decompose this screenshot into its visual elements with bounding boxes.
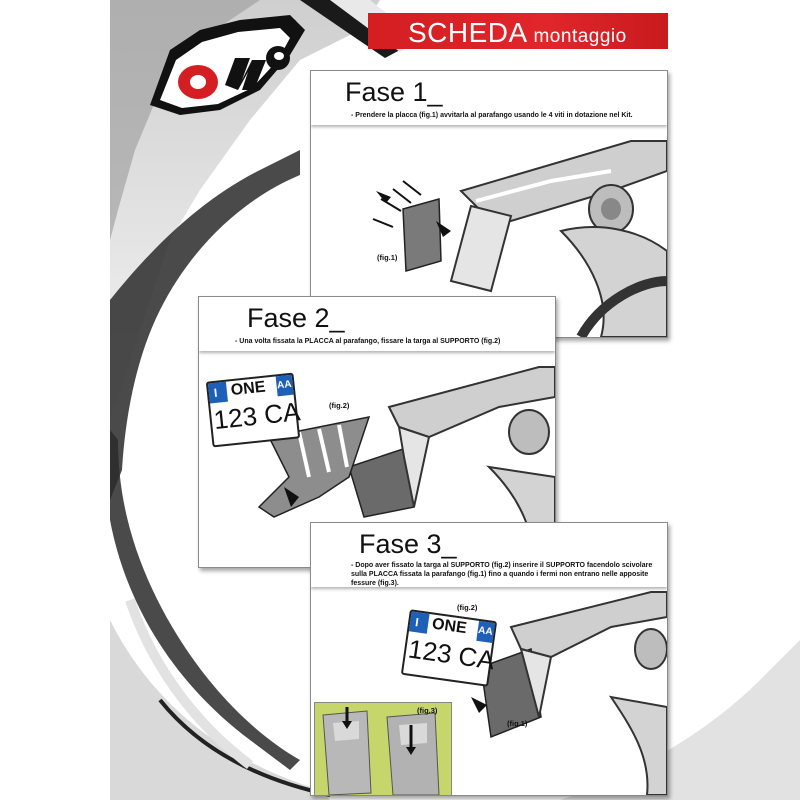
fase1-fig-label: (fig.1) — [377, 253, 398, 262]
fase3-motorcycle-illustration — [471, 591, 667, 795]
fase2-plate-number: 123 CA — [212, 396, 302, 436]
fig3-photo — [322, 707, 440, 796]
fase2-instructions: - Una volta fissata la PLACCA al parafan… — [235, 338, 501, 345]
header-title: SCHEDA montaggio — [408, 17, 627, 49]
fase2-plate-badge: AA — [276, 378, 293, 392]
fase3-title: Fase 3_ — [359, 529, 457, 559]
fase3-panel-header — [311, 523, 667, 587]
fase3-instructions: - Dopo aver fissato la targa al SUPPORTO… — [351, 561, 663, 588]
fase3-plate-top-text: ONE — [431, 615, 468, 638]
fase3-plate-badge: AA — [477, 624, 494, 638]
fase2-panel-header — [199, 297, 555, 351]
fase2-plate-eu-band — [207, 381, 228, 404]
fase3-instructions-line2: sulla PLACCA fissata la parafango (fig.1… — [351, 571, 649, 578]
fig3-label: (fig.3) — [417, 706, 438, 715]
fase1-panel-header — [311, 71, 667, 125]
fase1-title: Fase 1_ — [345, 77, 443, 107]
fig3-photo-inset: (fig.3) — [314, 702, 452, 796]
fase3-fig1-label: (fig.1) — [507, 719, 528, 728]
fase1-motorcycle-illustration — [372, 140, 667, 337]
header-title-main: SCHEDA — [408, 17, 528, 48]
fase2-license-plate: I ONE AA 123 CA — [205, 372, 302, 448]
fase2-title: Fase 2_ — [247, 303, 345, 333]
fase3-license-plate: I ONE AA 123 CA — [400, 609, 498, 687]
fase2-plate-top-text: ONE — [229, 378, 267, 400]
fase3-instructions-line3: fessure (fig.3). — [351, 580, 399, 587]
fase1-instructions: - Prendere la placca (fig.1) avvitarla a… — [351, 112, 633, 119]
registered-mark: ® — [290, 18, 297, 28]
fase1-panel: Fase 1_ - Prendere la placca (fig.1) avv… — [310, 70, 668, 338]
header-title-sub: montaggio — [527, 26, 627, 47]
fase3-fig2-label: (fig.2) — [457, 603, 478, 612]
one-logo: ® — [150, 15, 305, 115]
fase2-fig-label: (fig.2) — [329, 401, 350, 410]
fase3-instructions-line1: - Dopo aver fissato la targa al SUPPORTO… — [351, 562, 653, 569]
header-bar — [368, 13, 668, 49]
